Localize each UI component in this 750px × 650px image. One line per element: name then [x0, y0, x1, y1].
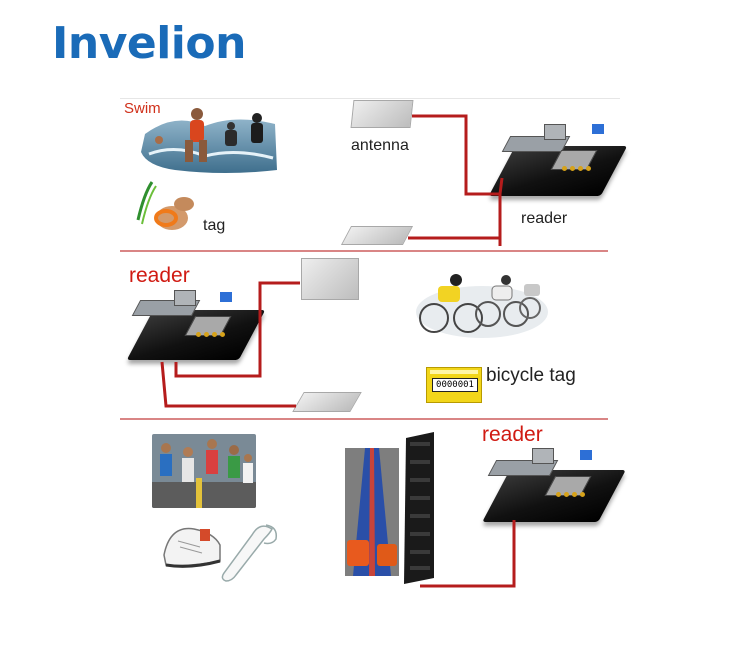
reader-board-icon — [476, 446, 626, 524]
marathon-runners-photo — [152, 434, 256, 508]
tag-label: tag — [203, 217, 226, 234]
swimmers-photo — [141, 108, 277, 173]
swim-label: Swim — [124, 100, 161, 117]
brand-title: Invelion — [52, 18, 246, 69]
reader-board-icon — [120, 288, 266, 363]
bicycle-tag-label: bicycle tag — [486, 365, 576, 386]
top-divider — [120, 98, 620, 99]
tag-number: 0000001 — [432, 378, 478, 392]
reader-label: reader — [521, 210, 568, 227]
shoe-tag-icon — [163, 524, 278, 582]
reader-label: reader — [129, 264, 190, 287]
antenna-panel-icon — [404, 432, 434, 584]
cyclists-photo — [416, 274, 548, 338]
antenna-label: antenna — [351, 137, 409, 154]
wristband-tag-icon — [136, 181, 194, 230]
section-divider — [120, 418, 608, 420]
antenna-panel-icon — [301, 258, 359, 300]
reader-label: reader — [482, 423, 543, 446]
reader-board-icon — [484, 118, 628, 196]
bicycle-tag-card: 0000001 — [426, 367, 482, 403]
section-divider — [120, 250, 608, 252]
timing-mat-icon — [345, 448, 399, 576]
